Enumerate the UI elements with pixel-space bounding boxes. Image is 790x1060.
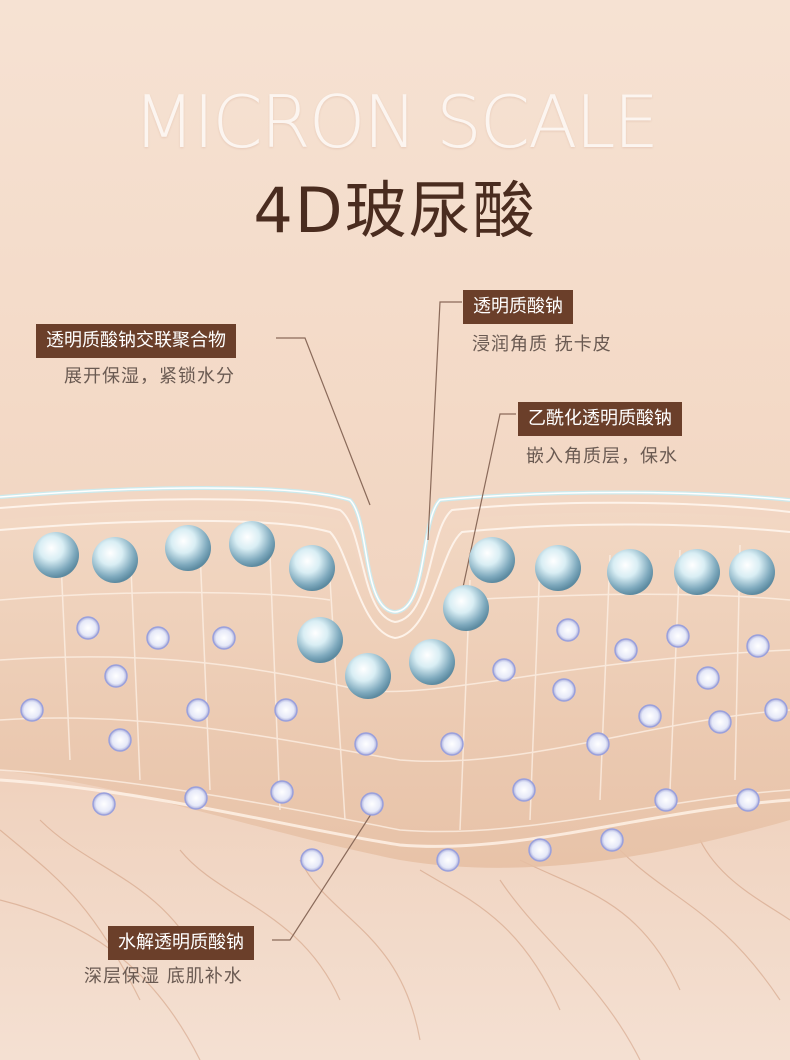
callout-desc-crosslinked: 展开保湿，紧锁水分 [64, 366, 235, 387]
callout-desc-sodium-hyaluronate: 浸润角质 抚卡皮 [472, 334, 612, 355]
callout-desc-acetylated: 嵌入角质层，保水 [526, 446, 678, 467]
callout-tag-crosslinked: 透明质酸钠交联聚合物 [36, 324, 236, 358]
leader-lines [272, 301, 516, 941]
large-hyaluronic-beads [33, 521, 775, 699]
callout-tag-hydrolyzed: 水解透明质酸钠 [108, 926, 254, 960]
headline-english: MICRON SCALE [133, 80, 659, 164]
callout-tag-sodium-hyaluronate: 透明质酸钠 [463, 290, 573, 324]
small-hyaluronic-beads [20, 616, 788, 872]
callout-tag-acetylated: 乙酰化透明质酸钠 [518, 402, 682, 436]
headline-chinese: 4D玻尿酸 [253, 174, 537, 247]
callout-desc-hydrolyzed: 深层保湿 底肌补水 [84, 966, 243, 987]
